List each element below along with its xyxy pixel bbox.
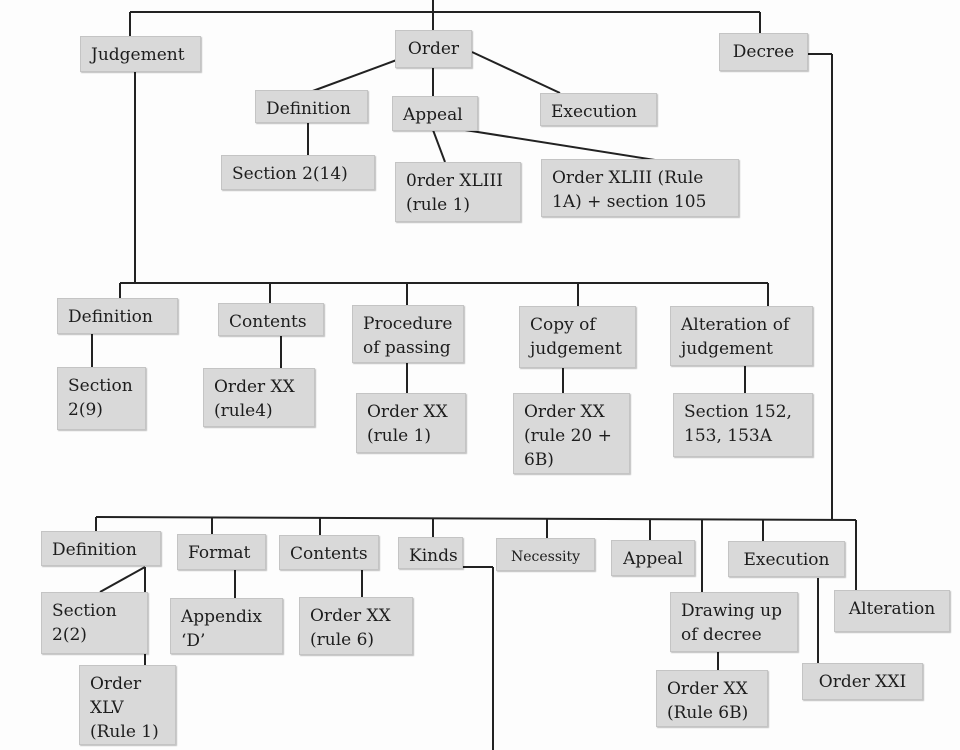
judgement-order-xx-rule4-node: Order XX (rule4) (203, 368, 315, 427)
decree-appeal-node: Appeal (611, 540, 695, 576)
decree-necessity-node: Necessity (496, 538, 595, 571)
judgement-definition-node: Definition (57, 298, 178, 334)
judgement-alteration-node: Alteration of judgement (670, 306, 813, 366)
decree-contents-node: Contents (279, 535, 379, 570)
judgement-node: Judgement (80, 36, 201, 72)
connector (432, 129, 446, 163)
decree-node: Decree (719, 33, 808, 71)
connector (309, 57, 403, 93)
decree-definition-node: Definition (41, 531, 161, 566)
order-xliii-rule1-node: 0rder XLIII (rule 1) (395, 162, 521, 222)
decree-execution-node: Execution (728, 541, 845, 577)
decree-section-2-2-node: Section 2(2) (41, 592, 148, 654)
decree-appendix-d-node: Appendix ‘D’ (170, 598, 283, 654)
judgement-section-152-node: Section 152, 153, 153A (673, 393, 813, 457)
decree-alteration-node: Alteration (834, 590, 950, 632)
order-section-2-14-node: Section 2(14) (221, 155, 375, 190)
order-node: Order (395, 30, 472, 68)
judgement-copy-node: Copy of judgement (519, 306, 636, 368)
decree-order-xx-rule6b-node: Order XX (Rule 6B) (656, 670, 768, 727)
decree-order-xlv-node: Order XLV (Rule 1) (79, 665, 176, 745)
decree-order-xx-rule6-node: Order XX (rule 6) (299, 597, 413, 655)
connector (99, 566, 146, 593)
order-execution-node: Execution (540, 93, 657, 126)
connector (471, 51, 561, 94)
decree-kinds-node: Kinds (398, 537, 463, 569)
connector (95, 516, 857, 521)
judgement-order-xx-rule20-node: Order XX (rule 20 + 6B) (513, 393, 630, 474)
judgement-order-xx-rule1-node: Order XX (rule 1) (356, 393, 466, 453)
decree-drawing-up-node: Drawing up of decree (670, 592, 798, 652)
judgement-contents-node: Contents (218, 303, 324, 336)
judgement-section-2-9-node: Section 2(9) (57, 367, 146, 430)
connector (464, 129, 656, 161)
judgement-procedure-node: Procedure of passing (352, 305, 464, 363)
order-xliii-rule1a-node: Order XLIII (Rule 1A) + section 105 (541, 159, 739, 217)
decree-order-xxi-node: Order XXI (802, 663, 923, 700)
decree-format-node: Format (177, 534, 266, 570)
order-appeal-node: Appeal (392, 96, 478, 131)
order-definition-node: Definition (255, 90, 368, 123)
